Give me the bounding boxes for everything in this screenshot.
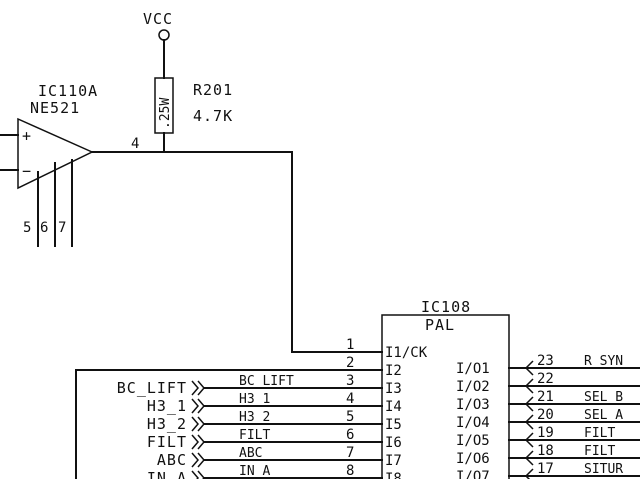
ic108-pin-number: 1: [346, 337, 354, 353]
output-net-label: FILT: [584, 426, 615, 441]
output-arrow-icon: [524, 468, 534, 479]
ic108-pin-number: 8: [346, 463, 354, 479]
opamp-pin-5: 5: [23, 220, 31, 236]
offpage-label: H3_2: [147, 415, 187, 433]
ic108-pin-name: I/O6: [456, 451, 490, 467]
ic108-pin-name: I5: [385, 417, 402, 433]
ic108-pin-number: 3: [346, 373, 354, 389]
signal-net-label: FILT: [239, 428, 270, 443]
ic108-pin-name: I/O5: [456, 433, 490, 449]
offpage-label: IN_A: [147, 469, 187, 479]
opamp-pin-7: 7: [58, 220, 66, 236]
ic108-pin-name: I/O2: [456, 379, 490, 395]
opamp-output-pin: 4: [131, 136, 139, 152]
output-net-label: FILT: [584, 444, 615, 459]
output-net-label: R_SYN: [584, 354, 623, 369]
offpage-label: FILT: [147, 433, 187, 451]
offpage-connector-icon: [191, 380, 205, 396]
resistor-body-text: .25W: [158, 98, 173, 129]
ic108-pin-number: 19: [537, 425, 554, 441]
output-net-label: SEL_B: [584, 390, 623, 405]
signal-net-label: H3_2: [239, 410, 270, 425]
output-arrow-icon: [524, 450, 534, 466]
ic108-pin-name: I6: [385, 435, 402, 451]
ic108-pin-name: I2: [385, 363, 402, 379]
offpage-connector-icon: [191, 452, 205, 468]
ic108-pin-name: I1/CK: [385, 345, 428, 361]
ic108-pin-name: I/O3: [456, 397, 490, 413]
opamp-part: NE521: [30, 99, 80, 117]
opamp-minus-sign: −: [22, 162, 32, 180]
offpage-label: H3_1: [147, 397, 187, 415]
ic108-pin-number: 5: [346, 409, 354, 425]
offpage-connector-icon: [191, 434, 205, 450]
ic108-right-pins: I/O1 23 R_SYN I/O2 22I/O3 21 SEL_B I/O4 20 SEL_A I…: [456, 353, 640, 479]
output-arrow-icon: [524, 396, 534, 412]
ic108-body: [381, 314, 510, 479]
opamp-plus-sign: +: [22, 127, 32, 145]
output-arrow-icon: [524, 414, 534, 430]
signal-net-label: ABC: [239, 446, 262, 461]
ic108-pin-name: I/O1: [456, 361, 490, 377]
ic108-pin-number: 20: [537, 407, 554, 423]
vcc-terminal: [158, 29, 170, 41]
ic108-pin-number: 23: [537, 353, 554, 369]
ic108-pin-number: 7: [346, 445, 354, 461]
ic108-pin-name: I/O4: [456, 415, 490, 431]
offpage-connector-icon: [191, 416, 205, 432]
ic108-pin-number: 22: [537, 371, 554, 387]
offpage-connector-icon: [191, 398, 205, 414]
ic108-pin-name: I3: [385, 381, 402, 397]
ic108-ref: IC108: [421, 298, 471, 316]
signal-net-label: BC_LIFT: [239, 374, 294, 389]
ic108-pin-number: 18: [537, 443, 554, 459]
signal-net-label: H3_1: [239, 392, 270, 407]
signal-net-label: IN_A: [239, 464, 270, 479]
output-arrow-icon: [524, 432, 534, 448]
ic108-pin-number: 2: [346, 355, 354, 371]
offpage-connector-icon: [191, 470, 205, 479]
ic108-pin-number: 21: [537, 389, 554, 405]
ic108-pin-number: 17: [537, 461, 554, 477]
ic108-pin-number: 4: [346, 391, 354, 407]
ic108-pin-name: I/O7: [456, 469, 490, 479]
ic108-pin-name: I7: [385, 453, 402, 469]
output-arrow-icon: [524, 378, 534, 394]
ic108-pin-name: I4: [385, 399, 402, 415]
ic108-pin-number: 6: [346, 427, 354, 443]
output-net-label: SEL_A: [584, 408, 623, 423]
vcc-label: VCC: [143, 10, 173, 28]
opamp-pin-6: 6: [40, 220, 48, 236]
output-net-label: SITUR: [584, 462, 623, 477]
ic108-type: PAL: [425, 316, 455, 334]
resistor-value: 4.7K: [193, 107, 233, 125]
ic108-pin-name: I8: [385, 471, 402, 479]
offpage-label: ABC: [157, 451, 187, 469]
offpage-label: BC_LIFT: [117, 379, 187, 397]
resistor-ref: R201: [193, 81, 233, 99]
opamp-ref: IC110A: [38, 82, 98, 100]
output-arrow-icon: [524, 360, 534, 376]
